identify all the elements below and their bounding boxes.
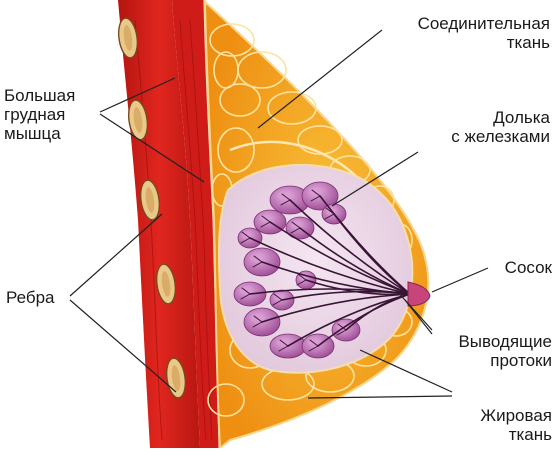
label-ducts-line1: Выводящие (458, 332, 552, 351)
label-fat-line1: Жировая (480, 406, 552, 425)
label-ribs: Ребра (6, 288, 55, 307)
label-fatty-tissue: Жировая ткань (480, 406, 552, 444)
label-muscle-line3: мышца (4, 124, 75, 143)
label-lobule-line2: с железками (451, 127, 550, 146)
label-lobule: Долька с железками (451, 108, 550, 146)
label-muscle-line2: грудная (4, 105, 75, 124)
label-fat-line2: ткань (480, 425, 552, 444)
label-lobule-line1: Долька (451, 108, 550, 127)
label-muscle-line1: Большая (4, 86, 75, 105)
leader-nipple (432, 268, 488, 292)
label-connective-line1: Соединительная (418, 14, 550, 33)
label-nipple-line1: Сосок (505, 258, 552, 277)
label-ducts-line2: протоки (458, 351, 552, 370)
label-connective-line2: ткань (418, 33, 550, 52)
label-pectoral-muscle: Большая грудная мышца (4, 86, 75, 143)
label-ribs-line1: Ребра (6, 288, 55, 307)
label-ducts: Выводящие протоки (458, 332, 552, 370)
label-connective-tissue: Соединительная ткань (418, 14, 550, 52)
label-nipple: Сосок (505, 258, 552, 277)
